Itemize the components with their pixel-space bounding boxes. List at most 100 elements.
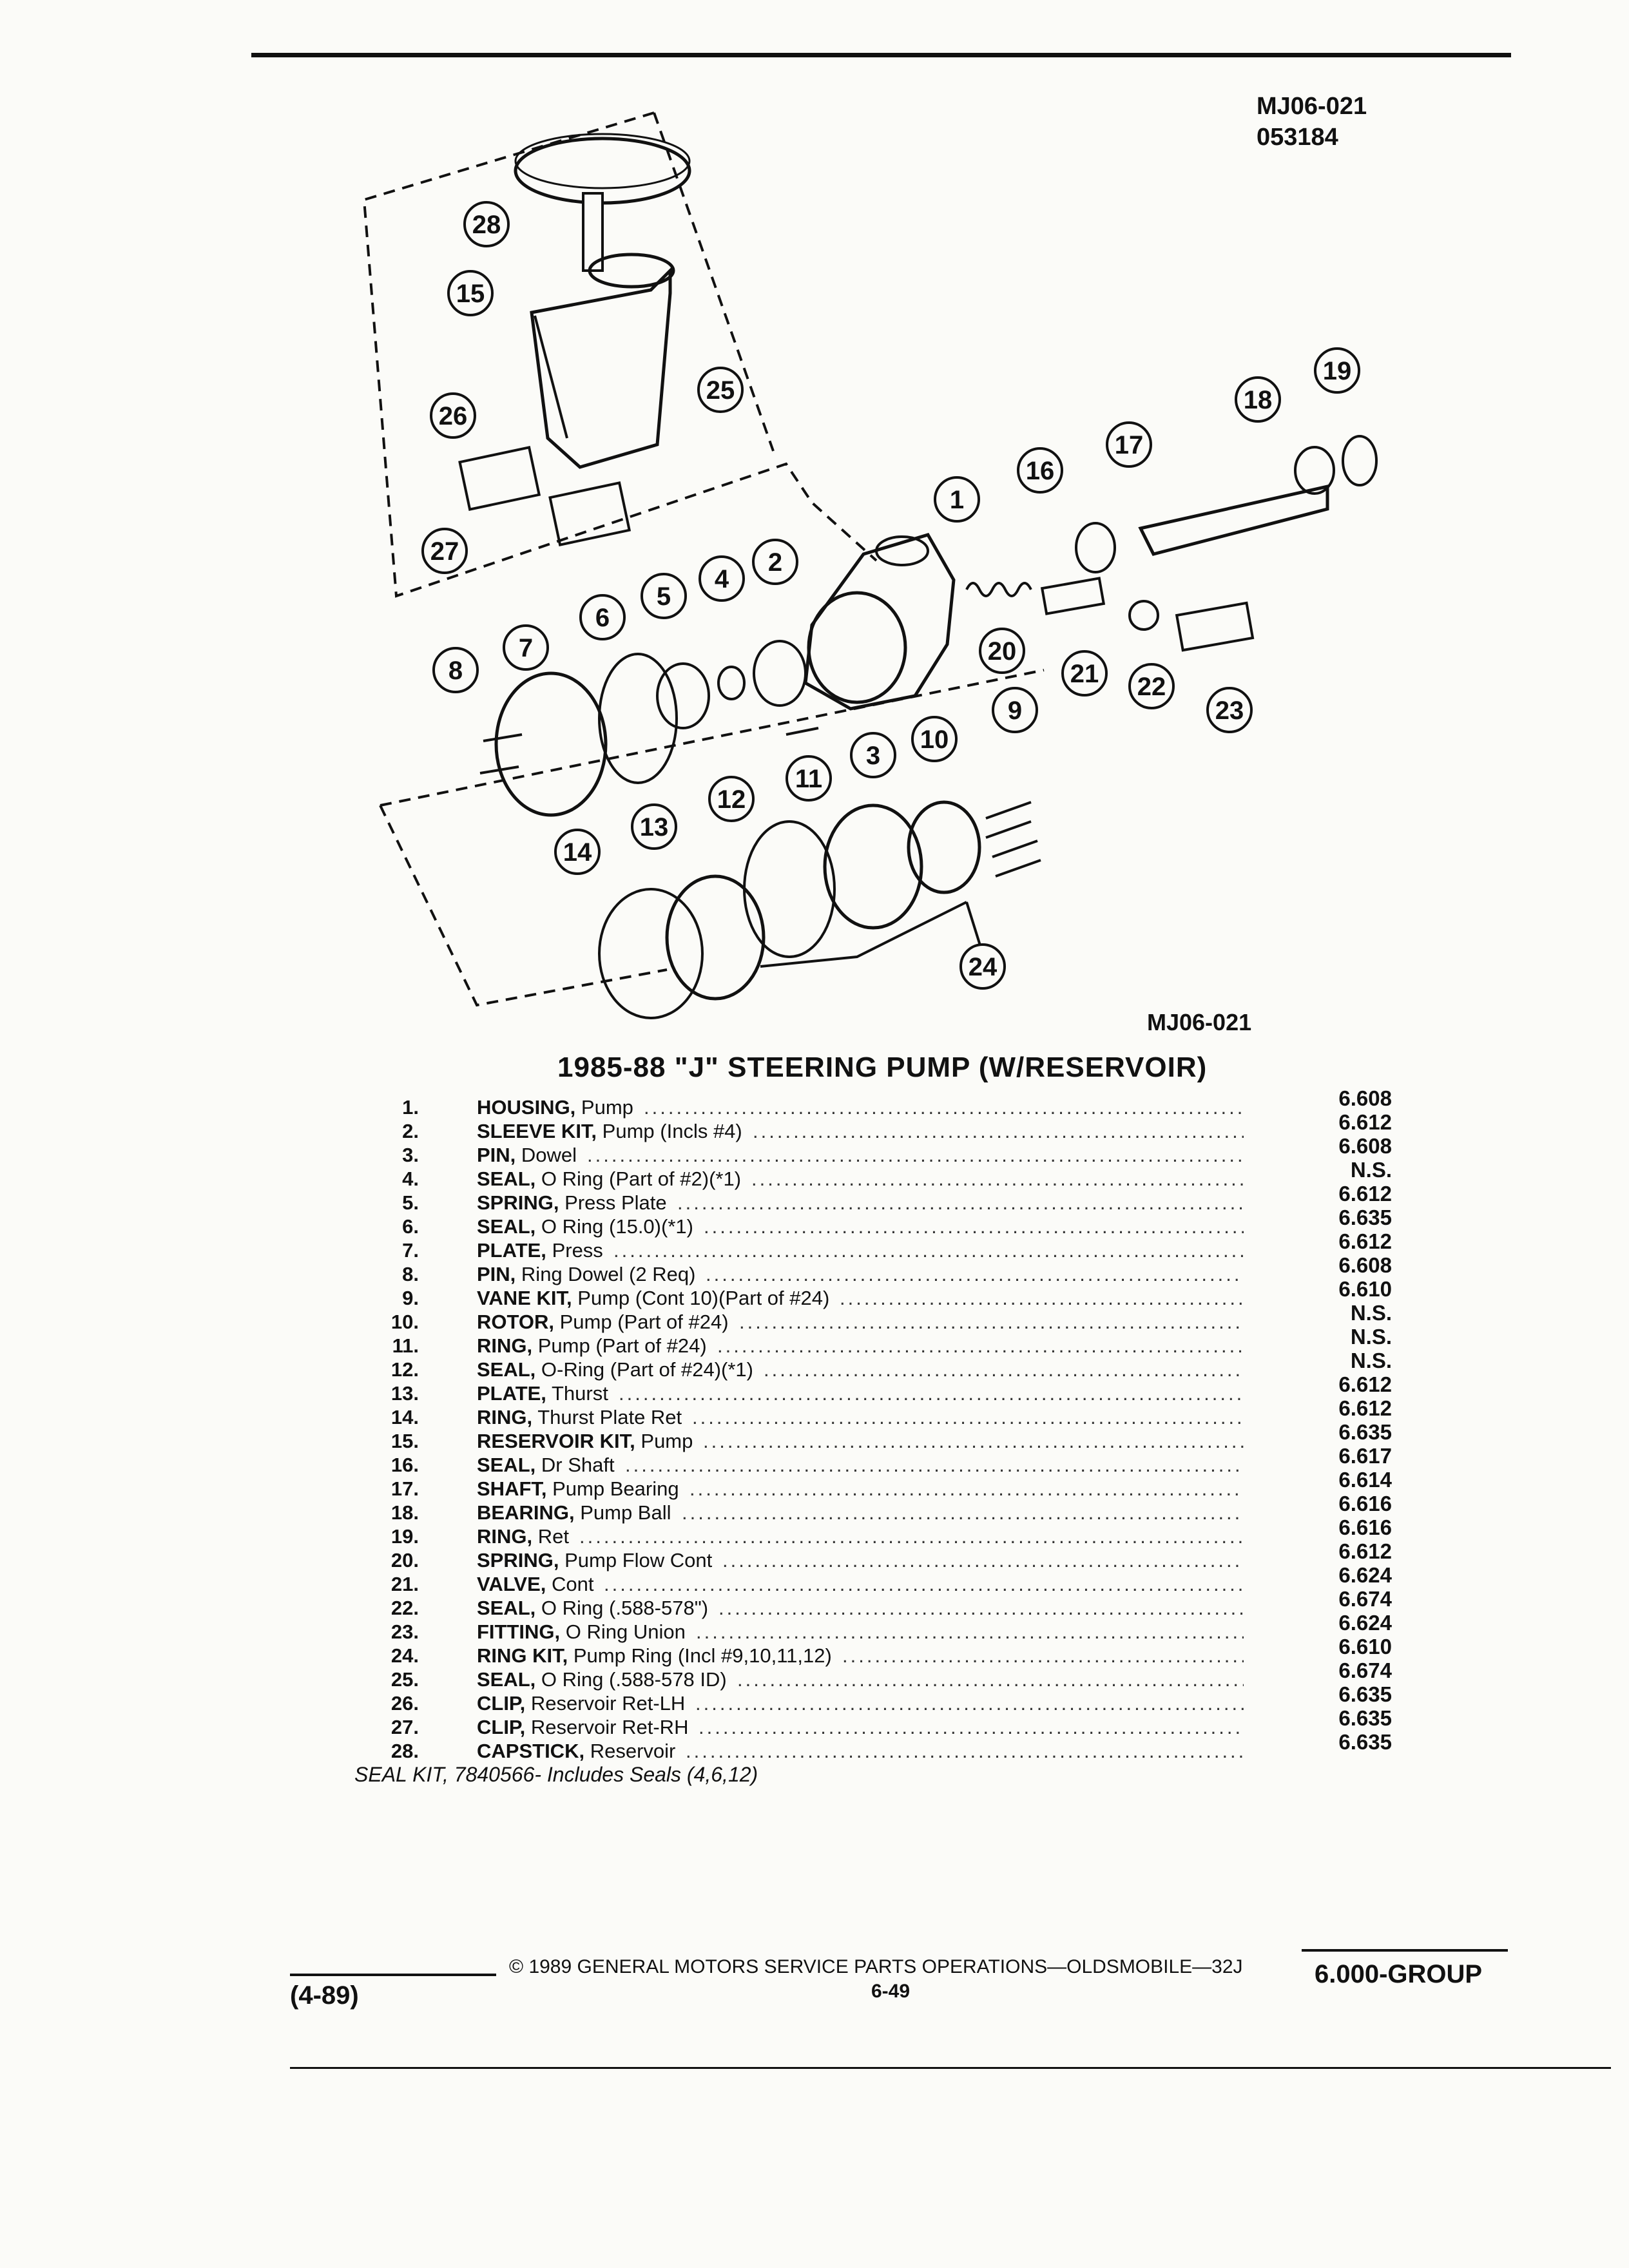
part-detail: Pump (Part of #24) <box>537 1334 707 1357</box>
part-detail: Press <box>552 1239 603 1262</box>
part-reference: 6.616 <box>1338 1515 1392 1539</box>
callout-1: 1 <box>934 476 980 523</box>
svg-text:2: 2 <box>768 548 782 577</box>
part-reference: 6.608 <box>1338 1086 1392 1110</box>
footer-rule-left <box>290 1974 496 1976</box>
leader-dots: ........................................… <box>842 1644 1244 1667</box>
part-detail: O Ring (.588-578 ID) <box>541 1668 727 1691</box>
part-description: VANE KIT, Pump (Cont 10)(Part of #24) <box>477 1286 829 1310</box>
clip-rh <box>548 481 631 546</box>
drive-shaft <box>1138 484 1329 556</box>
part-reference: 6.635 <box>1338 1420 1392 1444</box>
parts-row: 3.PIN, Dowel............................… <box>348 1134 1392 1167</box>
part-reference: 6.635 <box>1338 1682 1392 1706</box>
part-detail: Press Plate <box>564 1191 667 1214</box>
callout-17: 17 <box>1106 421 1152 468</box>
control-valve <box>1040 577 1106 615</box>
leader-dots: ........................................… <box>704 1215 1244 1238</box>
part-reference: 6.674 <box>1338 1658 1392 1682</box>
leader-dots: ........................................… <box>717 1334 1244 1357</box>
part-name: RING, <box>477 1334 533 1357</box>
callout-10: 10 <box>911 716 958 762</box>
part-description: VALVE, Cont <box>477 1572 593 1596</box>
bottom-rule <box>290 2067 1611 2069</box>
leader-dots: ........................................… <box>644 1096 1244 1119</box>
part-description: SEAL, O Ring (15.0)(*1) <box>477 1215 693 1238</box>
leader-dots: ........................................… <box>722 1549 1244 1571</box>
part-name: VALVE, <box>477 1573 546 1595</box>
parts-row: 15.RESERVOIR KIT, Pump..................… <box>348 1420 1392 1453</box>
svg-text:20: 20 <box>988 637 1017 666</box>
part-name: SEAL, <box>477 1454 536 1476</box>
part-description: HOUSING, Pump <box>477 1095 633 1119</box>
callout-28: 28 <box>463 201 510 247</box>
part-name: BEARING, <box>477 1501 575 1524</box>
part-description: SEAL, O Ring (.588-578 ID) <box>477 1667 727 1691</box>
part-number: 20. <box>390 1549 419 1571</box>
part-description: SLEEVE KIT, Pump (Incls #4) <box>477 1119 742 1143</box>
part-number: 21. <box>390 1573 419 1595</box>
page-title: 1985-88 "J" STEERING PUMP (W/RESERVOIR) <box>557 1052 1208 1083</box>
part-name: PLATE, <box>477 1239 546 1262</box>
flow-spring <box>965 582 1032 597</box>
parts-row: 10.ROTOR, Pump (Part of #24)............… <box>348 1301 1392 1334</box>
callout-25: 25 <box>697 367 744 413</box>
part-detail: Pump <box>581 1096 633 1119</box>
callout-27: 27 <box>421 528 468 574</box>
part-name: ROTOR, <box>477 1311 554 1333</box>
part-number: 27. <box>390 1716 419 1738</box>
part-number: 9. <box>402 1287 419 1309</box>
parts-row: 11.RING, Pump (Part of #24).............… <box>348 1325 1392 1358</box>
pump-housing <box>804 533 956 711</box>
svg-text:14: 14 <box>563 838 592 867</box>
part-name: RESERVOIR KIT, <box>477 1430 635 1452</box>
leader-dots: ........................................… <box>706 1263 1244 1285</box>
callout-11: 11 <box>786 755 832 802</box>
part-reference: 6.617 <box>1338 1444 1392 1468</box>
part-detail: Pump <box>641 1430 693 1452</box>
part-detail: Thurst <box>552 1382 608 1405</box>
svg-text:8: 8 <box>448 657 463 685</box>
part-name: SEAL, <box>477 1597 536 1619</box>
parts-row: 7.PLATE, Press..........................… <box>348 1229 1392 1262</box>
part-name: VANE KIT, <box>477 1287 572 1309</box>
parts-row: 19.RING, Ret............................… <box>348 1515 1392 1548</box>
part-name: SEAL, <box>477 1168 536 1190</box>
parts-row: 25.SEAL, O Ring (.588-578 ID)...........… <box>348 1658 1392 1691</box>
svg-text:5: 5 <box>657 582 671 611</box>
callout-6: 6 <box>579 594 626 640</box>
leader-dots: ........................................… <box>587 1144 1244 1166</box>
callout-2: 2 <box>752 539 798 585</box>
callout-19: 19 <box>1314 347 1360 394</box>
part-detail: Reservoir Ret-RH <box>530 1716 689 1738</box>
part-description: SPRING, Pump Flow Cont <box>477 1548 712 1572</box>
leader-dots: ........................................… <box>753 1120 1244 1142</box>
part-detail: Reservoir Ret-LH <box>530 1692 686 1715</box>
part-reference: 6.624 <box>1338 1611 1392 1635</box>
part-detail: Reservoir <box>590 1740 676 1762</box>
part-name: HOUSING, <box>477 1096 576 1119</box>
callout-22: 22 <box>1128 663 1175 709</box>
pump-ring <box>823 803 923 930</box>
part-description: CLIP, Reservoir Ret-LH <box>477 1691 685 1715</box>
part-reference: 6.612 <box>1338 1539 1392 1563</box>
part-description: FITTING, O Ring Union <box>477 1620 686 1644</box>
part-name: CLIP, <box>477 1716 526 1738</box>
part-reference: 6.674 <box>1338 1587 1392 1611</box>
callout-14: 14 <box>554 829 601 875</box>
parts-row: 5.SPRING, Press Plate...................… <box>348 1182 1392 1215</box>
callout-21: 21 <box>1061 650 1108 697</box>
callout-16: 16 <box>1017 447 1063 494</box>
leader-dots: ........................................… <box>840 1287 1244 1309</box>
part-number: 16. <box>390 1454 419 1476</box>
part-description: RING, Pump (Part of #24) <box>477 1334 707 1358</box>
callout-4: 4 <box>699 555 745 602</box>
part-detail: Pump Bearing <box>552 1477 679 1500</box>
part-number: 5. <box>402 1191 419 1214</box>
parts-row: 24.RING KIT, Pump Ring (Incl #9,10,11,12… <box>348 1635 1392 1667</box>
part-name: SPRING, <box>477 1549 559 1571</box>
svg-text:19: 19 <box>1323 357 1352 385</box>
part-number: 18. <box>390 1501 419 1524</box>
svg-text:21: 21 <box>1070 660 1099 688</box>
pressure-plate <box>494 671 608 817</box>
